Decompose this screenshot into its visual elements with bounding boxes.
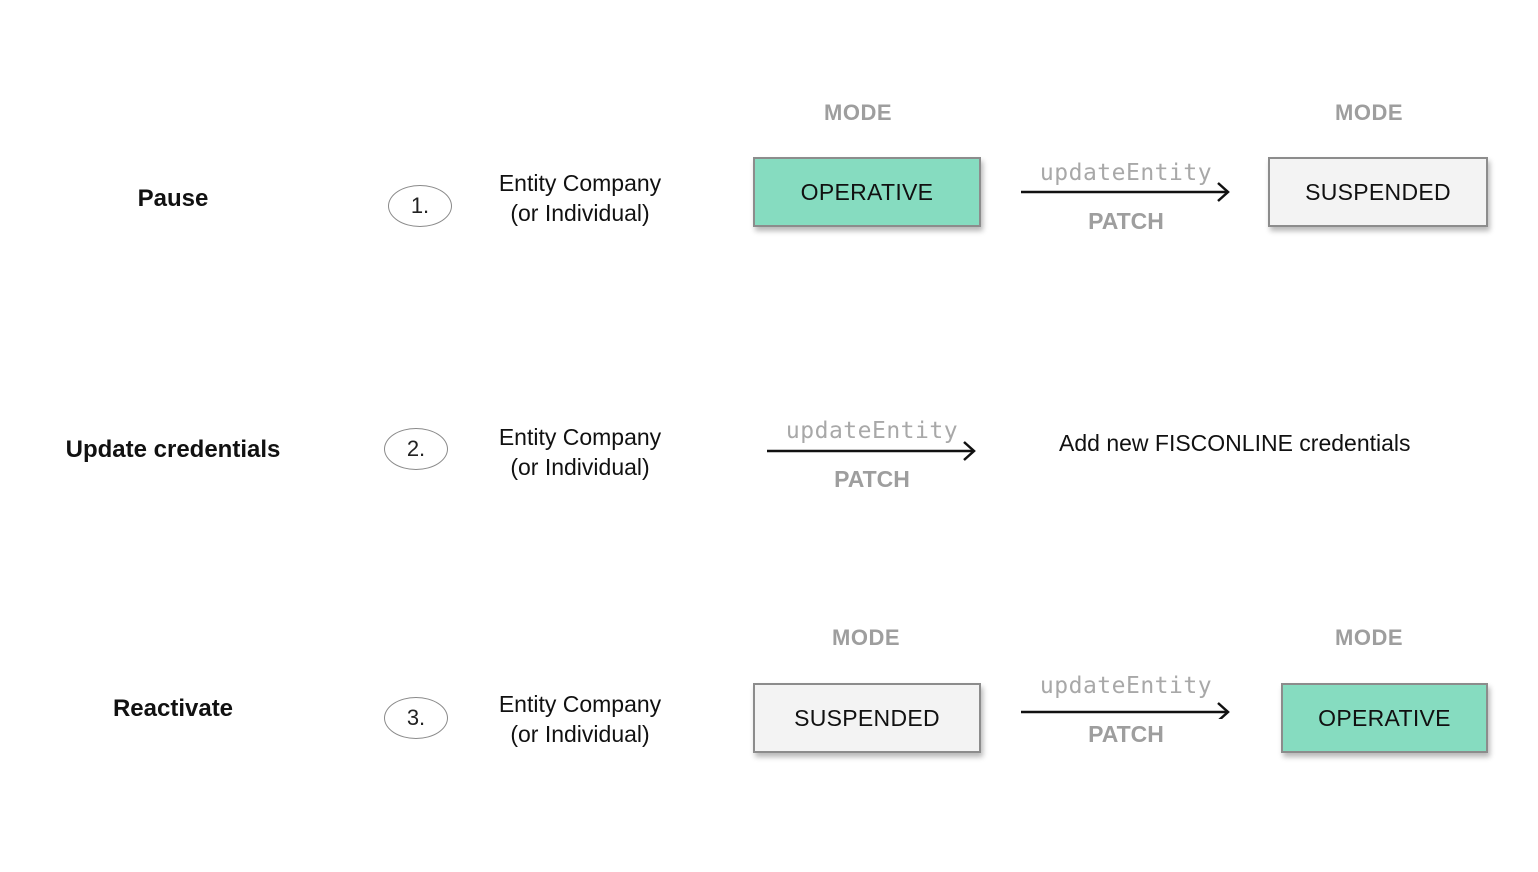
entity-subtitle: (or Individual) <box>510 721 650 747</box>
function-label: updateEntity <box>1039 160 1213 186</box>
row-title: Pause <box>137 185 209 212</box>
transition-arrow: updateEntity PATCH <box>1020 160 1232 240</box>
entity-name: Entity Company <box>498 691 662 717</box>
transition-arrow: updateEntity PATCH <box>766 418 978 498</box>
state-operative: OPERATIVE <box>753 157 981 227</box>
state-suspended: SUSPENDED <box>753 683 981 753</box>
arrow-right-icon <box>767 441 976 461</box>
mode-label: MODE <box>1335 100 1403 125</box>
mode-label: MODE <box>824 100 892 125</box>
mode-label: MODE <box>832 625 900 650</box>
mode-label: MODE <box>1335 625 1403 650</box>
method-label: PATCH <box>1088 721 1164 747</box>
transition-arrow: updateEntity PATCH <box>1020 673 1232 753</box>
entity-subtitle: (or Individual) <box>510 200 650 226</box>
row-title: Reactivate <box>112 695 234 722</box>
function-label: updateEntity <box>1039 673 1213 699</box>
result-text: Add new FISCONLINE credentials <box>1059 430 1411 456</box>
arrow-right-icon <box>1021 702 1230 719</box>
step-badge: 3. <box>384 697 448 739</box>
step-badge: 1. <box>388 185 452 227</box>
row-title: Update credentials <box>65 436 281 463</box>
method-label: PATCH <box>1088 208 1164 234</box>
entity-label: Entity Company (or Individual) <box>470 689 690 749</box>
function-label: updateEntity <box>785 418 959 444</box>
entity-subtitle: (or Individual) <box>510 454 650 480</box>
entity-name: Entity Company <box>498 170 662 196</box>
entity-name: Entity Company <box>498 424 662 450</box>
arrow-right-icon <box>1021 182 1230 202</box>
state-suspended: SUSPENDED <box>1268 157 1488 227</box>
method-label: PATCH <box>834 466 910 492</box>
entity-label: Entity Company (or Individual) <box>470 168 690 228</box>
entity-label: Entity Company (or Individual) <box>470 422 690 482</box>
step-badge: 2. <box>384 428 448 470</box>
state-operative: OPERATIVE <box>1281 683 1488 753</box>
